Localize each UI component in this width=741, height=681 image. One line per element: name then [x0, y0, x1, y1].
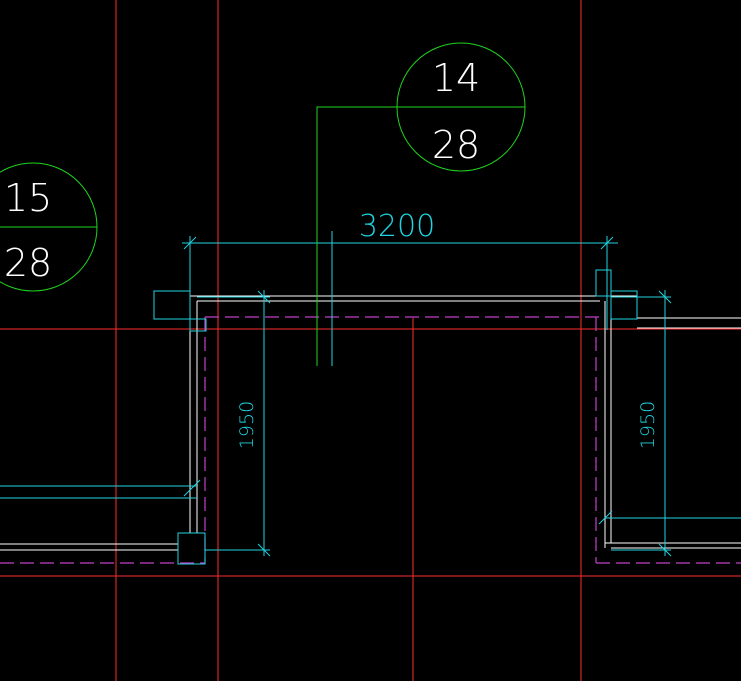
dimension-left — [183, 290, 271, 557]
tick-left-bottom — [257, 543, 271, 557]
wall-outline — [0, 295, 741, 551]
column-stub-right — [595, 269, 612, 297]
dim-text-right: 1950 — [637, 401, 659, 449]
tick-right-top — [658, 290, 672, 304]
bubble-number-bottom: 28 — [4, 241, 52, 285]
beam-end-left — [153, 290, 191, 320]
tick-left — [183, 236, 197, 250]
cyan-details — [0, 269, 741, 565]
dimension-overall — [182, 236, 618, 330]
leader-line — [316, 106, 397, 366]
hidden-lines — [0, 316, 741, 564]
bubble-number-bottom: 28 — [432, 123, 480, 167]
bubble-number-top: 15 — [4, 176, 52, 220]
detail-marker-15-28[interactable]: 15 28 — [0, 162, 98, 292]
dimension-right — [598, 290, 672, 557]
detail-marker-14-28[interactable]: 14 28 — [396, 42, 526, 172]
section-leader — [316, 106, 397, 366]
bubble-number-top: 14 — [432, 56, 480, 100]
tick-right-mid — [598, 510, 613, 525]
bottom-joint-left — [177, 532, 206, 565]
tick-left-top — [257, 290, 271, 304]
tick-right-bottom — [658, 543, 672, 557]
dim-text-left: 1950 — [236, 401, 258, 449]
tick-right — [600, 236, 614, 250]
tick-left-mid — [183, 479, 201, 497]
beam-end-right — [610, 290, 638, 320]
dim-text-overall: 3200 — [359, 209, 435, 244]
